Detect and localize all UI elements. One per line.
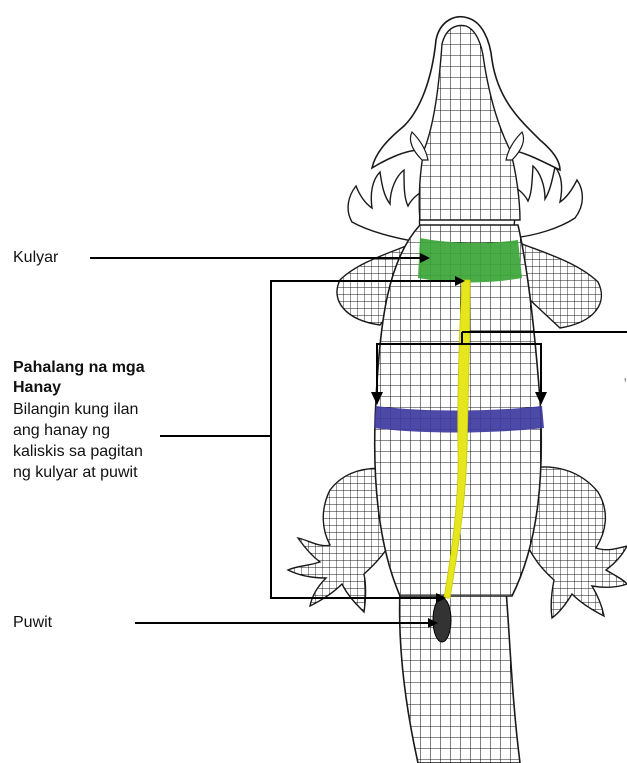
front-right-leg <box>510 166 582 238</box>
pahalang-desc-line4: ng kulyar at puwit <box>13 463 138 483</box>
pahalang-title-line1: Pahalang na mga <box>13 358 145 378</box>
pahalang-desc-line1: Bilangin kung ilan <box>13 400 138 420</box>
pahalang-title-line2: Hanay <box>13 378 61 398</box>
collar-band <box>418 238 522 283</box>
puwit-label: Puwit <box>13 613 52 633</box>
vent <box>433 598 451 642</box>
svg-text:,: , <box>623 367 627 384</box>
tail <box>400 590 520 763</box>
pahalang-desc-line2: ang hanay ng <box>13 421 110 441</box>
kulyar-label: Kulyar <box>13 248 58 268</box>
pahalang-desc-line3: kaliskis sa pagitan <box>13 442 143 462</box>
